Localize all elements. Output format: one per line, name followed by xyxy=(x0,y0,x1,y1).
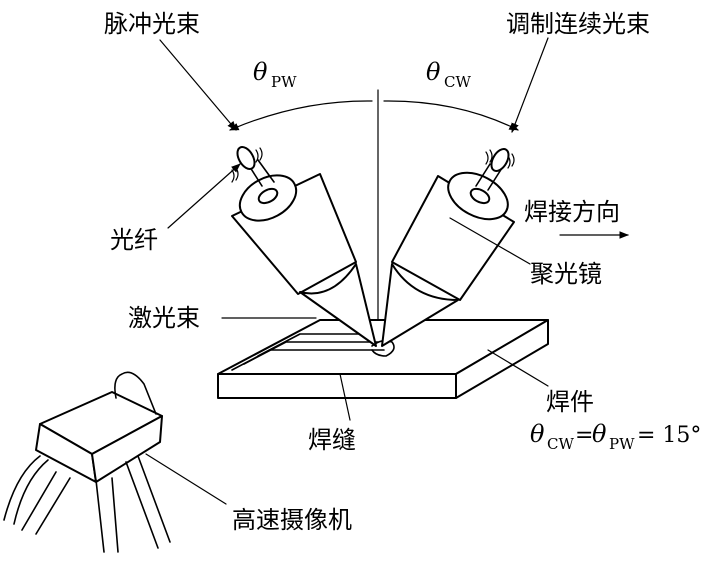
fiber-label: 光纤 xyxy=(110,226,158,254)
svg-text:θ: θ xyxy=(592,420,607,448)
svg-text:= 15°: = 15° xyxy=(637,423,701,448)
camera-leader xyxy=(145,453,227,505)
fiber-leader xyxy=(167,163,241,229)
svg-text:θ: θ xyxy=(530,420,545,448)
svg-text:θ: θ xyxy=(253,58,268,86)
pulse-beam-label: 脉冲光束 xyxy=(104,10,200,38)
svg-text:θ: θ xyxy=(426,58,441,86)
weld-seam-tracks xyxy=(231,333,395,371)
cw-beam-arrow xyxy=(511,37,549,133)
weld-direction-label: 焊接方向 xyxy=(524,198,620,226)
cw-laser-head xyxy=(381,148,515,347)
pulse-laser-head xyxy=(231,146,377,347)
camera-label: 高速摄像机 xyxy=(232,506,352,534)
svg-text:=: = xyxy=(575,423,593,448)
focus-lens-label: 聚光镜 xyxy=(530,260,602,288)
svg-text:CW: CW xyxy=(444,73,471,91)
svg-text:PW: PW xyxy=(609,435,635,453)
workpiece-label: 焊件 xyxy=(546,388,594,416)
theta-pw-label: θ PW xyxy=(253,58,297,91)
weld-seam-leader xyxy=(339,373,351,421)
workpiece-leader xyxy=(487,349,549,387)
svg-text:PW: PW xyxy=(271,73,297,91)
pulse-beam-arrow xyxy=(159,39,237,131)
theta-cw-arc xyxy=(383,100,519,131)
cw-beam-label: 调制连续光束 xyxy=(506,10,650,38)
weld-seam-label: 焊缝 xyxy=(308,426,356,454)
laser-beam-label: 激光束 xyxy=(128,304,200,332)
angle-equation: θ CW = θ PW = 15° xyxy=(530,420,701,453)
theta-pw-arc xyxy=(229,100,373,131)
theta-cw-label: θ CW xyxy=(426,58,471,91)
svg-text:CW: CW xyxy=(547,435,574,453)
lens-leader xyxy=(449,217,531,265)
high-speed-camera xyxy=(3,371,171,553)
